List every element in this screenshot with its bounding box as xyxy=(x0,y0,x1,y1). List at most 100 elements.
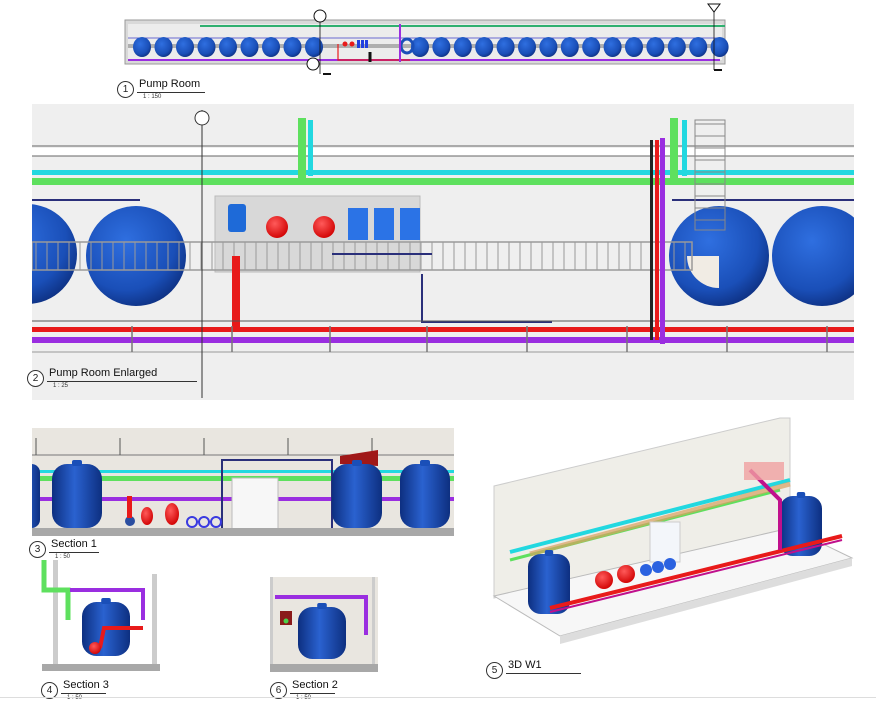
view-number-badge: 5 xyxy=(486,662,503,679)
booster-pump xyxy=(374,208,394,240)
plan-section-marker xyxy=(306,57,320,71)
section-1-drawing xyxy=(32,428,454,536)
status-light xyxy=(283,618,289,624)
title-underline xyxy=(61,693,106,694)
ladder xyxy=(694,119,726,231)
green-riser xyxy=(298,118,306,184)
view-scale: 1 : 50 xyxy=(67,695,83,701)
pressure-vessel xyxy=(313,216,335,238)
booster-pump xyxy=(348,208,368,240)
view-title: Section 2 xyxy=(292,679,338,691)
plan-tank xyxy=(305,37,323,57)
plan-tank xyxy=(603,37,622,57)
booster-pump xyxy=(400,208,420,240)
view-scale: 1 : 25 xyxy=(53,383,69,389)
tank-left-partial xyxy=(32,204,77,304)
plan-tank xyxy=(475,37,494,57)
plan-section-marker xyxy=(707,3,721,13)
purple-pipe xyxy=(275,595,368,635)
water-tank xyxy=(52,464,102,528)
view-scale: 1 : 50 xyxy=(296,695,312,701)
green-pipe xyxy=(32,178,854,185)
view-section-3[interactable] xyxy=(40,560,162,672)
floor-slab xyxy=(42,664,160,671)
3d-w1-drawing xyxy=(492,417,854,644)
3d-booster-pump xyxy=(652,561,664,573)
cable-tray xyxy=(32,241,693,271)
view-number-badge: 6 xyxy=(270,682,287,699)
view-title: Pump Room Enlarged xyxy=(49,367,158,379)
view-number-badge: 3 xyxy=(29,541,46,558)
plan-tank xyxy=(453,37,472,57)
view-section-2[interactable] xyxy=(270,577,378,672)
3d-pressure-vessel xyxy=(595,571,613,589)
pressure-vessel xyxy=(266,216,288,238)
control-panel xyxy=(280,611,292,625)
view-number-badge: 2 xyxy=(27,370,44,387)
green-pipe xyxy=(41,560,71,620)
plan-tank xyxy=(625,37,643,57)
wall xyxy=(372,577,375,665)
section-3-drawing xyxy=(40,560,162,672)
view-3d-w1[interactable] xyxy=(480,410,870,650)
3d-platform xyxy=(744,462,784,480)
plan-tank xyxy=(219,37,237,57)
fire-pipe xyxy=(98,626,143,649)
plan-section-tick xyxy=(323,73,331,75)
3d-booster-pump xyxy=(664,558,676,570)
pressure-vessel xyxy=(141,507,153,525)
title-underline xyxy=(290,693,335,694)
view-number-badge: 4 xyxy=(41,682,58,699)
3d-booster-pump xyxy=(640,564,652,576)
view-pump-room-enlarged[interactable] xyxy=(32,104,854,400)
plan-tank xyxy=(667,37,686,57)
fire-main xyxy=(32,327,854,332)
floor-slab xyxy=(270,664,378,672)
tank-cap xyxy=(796,492,806,498)
pump-room-plan xyxy=(124,3,729,75)
water-tank xyxy=(400,464,450,528)
3d-pressure-vessel xyxy=(617,565,635,583)
tank-cap xyxy=(544,550,554,556)
plan-pump xyxy=(342,41,348,47)
pump-room-enlarged-plan xyxy=(32,104,854,400)
plan-tank xyxy=(240,37,259,57)
plan-tank xyxy=(283,37,302,57)
plan-fire-line xyxy=(337,44,410,61)
riser-black xyxy=(650,140,653,340)
plan-tank xyxy=(432,37,451,57)
title-underline xyxy=(49,552,99,553)
plan-booster-pump xyxy=(365,40,368,48)
pressure-vessel xyxy=(165,503,179,525)
booster-pump xyxy=(186,516,198,528)
3d-cyan-pipe xyxy=(509,478,791,554)
view-title: Pump Room xyxy=(139,78,201,90)
plan-tank xyxy=(411,37,429,57)
3d-door xyxy=(649,521,681,563)
riser-red xyxy=(655,140,659,340)
3d-magenta-pipe xyxy=(549,539,843,613)
title-underline xyxy=(137,92,205,93)
cyan-pipe xyxy=(32,470,454,473)
view-pump-room[interactable] xyxy=(120,0,730,75)
riser-purple xyxy=(660,138,665,344)
view-section-1[interactable] xyxy=(32,428,454,536)
tank-cap xyxy=(317,603,327,609)
tank-cap xyxy=(352,460,362,466)
plan-section-tick xyxy=(714,69,722,71)
cyan-riser xyxy=(682,120,687,176)
sheet-bottom-rule xyxy=(0,697,876,698)
purple-pipe xyxy=(32,337,854,343)
plan-tank xyxy=(539,37,558,57)
plan-tank xyxy=(518,37,536,57)
plan-tank xyxy=(689,37,708,57)
3d-fire-main xyxy=(549,534,843,610)
wall xyxy=(53,560,58,664)
fire-riser xyxy=(232,256,240,332)
3d-cable-tray xyxy=(529,481,791,557)
title-underline xyxy=(506,673,581,674)
plan-tank xyxy=(197,37,216,57)
booster-pump xyxy=(210,516,222,528)
title-underline xyxy=(47,381,197,382)
view-number-badge: 1 xyxy=(117,81,134,98)
